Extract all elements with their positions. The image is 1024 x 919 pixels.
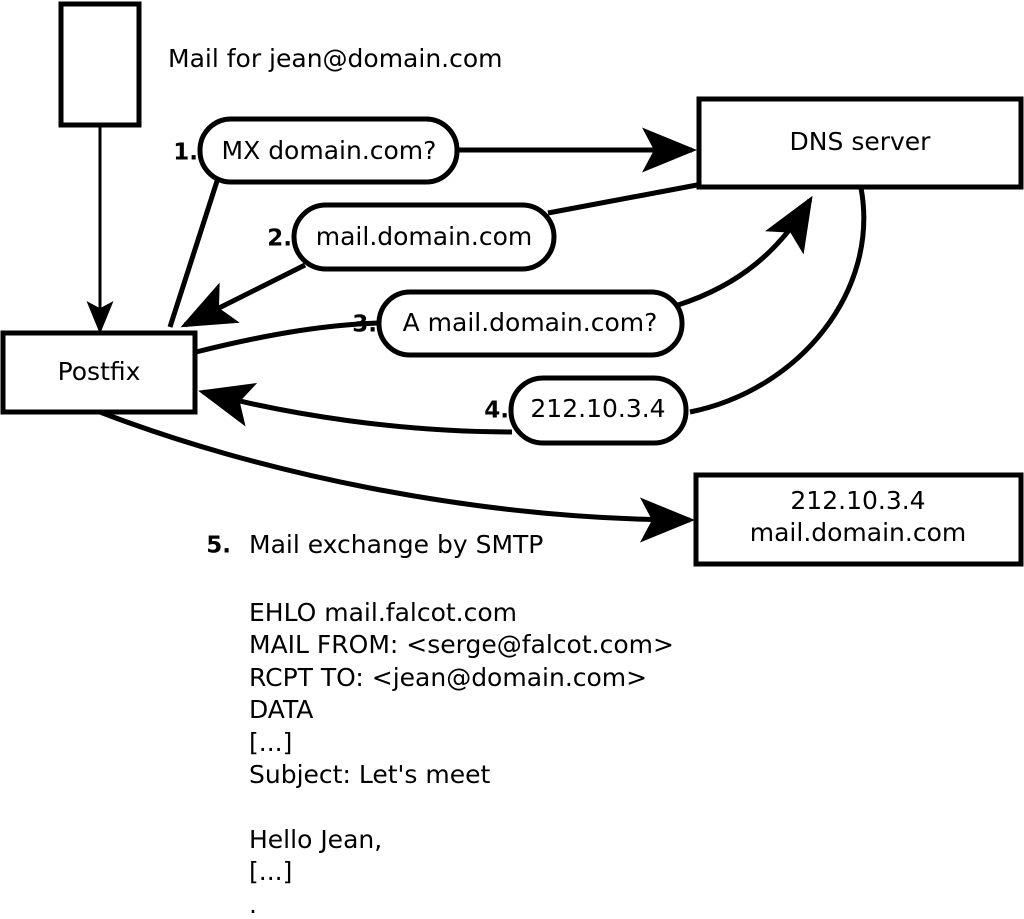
transcript-line: DATA	[249, 695, 313, 724]
edge-step4-to-postfix	[198, 383, 513, 435]
transcript-line: Subject: Let's meet	[249, 760, 490, 789]
node-mail-server[interactable]	[693, 472, 1024, 567]
node-mail-server-host: mail.domain.com	[750, 518, 966, 547]
node-mail-server-ip: 212.10.3.4	[790, 486, 925, 515]
step-5-label: Mail exchange by SMTP	[249, 530, 543, 559]
transcript-line: Hello Jean,	[249, 825, 382, 854]
step-1-label: MX domain.com?	[222, 136, 437, 165]
step-3-label: A mail.domain.com?	[403, 308, 658, 337]
step-5-number: 5.	[206, 533, 231, 559]
step-3-number: 3.	[352, 312, 377, 338]
step-2-number: 2.	[267, 226, 292, 252]
transcript-line: MAIL FROM: <serge@falcot.com>	[249, 630, 674, 659]
step-2-bubble[interactable]	[291, 202, 557, 272]
edge-step2-from-dns	[547, 182, 698, 216]
edge-step2-to-postfix	[180, 262, 307, 328]
step-1-bubble[interactable]	[197, 116, 460, 185]
transcript-line: .	[249, 890, 257, 919]
node-postfix[interactable]	[0, 330, 198, 415]
step-3-bubble[interactable]	[376, 289, 685, 358]
node-postfix-label: Postfix	[58, 357, 141, 386]
edge-step5-to-mailserver	[99, 409, 695, 543]
node-dns-server-label: DNS server	[790, 127, 932, 156]
transcript-line: EHLO mail.falcot.com	[249, 598, 517, 627]
edge-step4-from-dns	[689, 187, 867, 415]
caption-mail-for: Mail for jean@domain.com	[168, 44, 503, 73]
node-sender-host[interactable]	[58, 1, 142, 128]
node-dns-server[interactable]	[696, 96, 1024, 190]
transcript-line: [...]	[249, 728, 292, 757]
transcript-line: RCPT TO: <jean@domain.com>	[249, 663, 647, 692]
step-4-bubble[interactable]	[508, 375, 689, 446]
transcript-line: [...]	[249, 857, 292, 886]
step-4-label: 212.10.3.4	[530, 394, 665, 423]
edge-step1-tail	[167, 177, 221, 328]
step-4-number: 4.	[484, 398, 509, 424]
step-2-label: mail.domain.com	[316, 222, 532, 251]
edge-step3-to-dns	[677, 195, 813, 308]
edge-step3-from-postfix	[195, 320, 379, 355]
step-1-number: 1.	[173, 140, 198, 166]
